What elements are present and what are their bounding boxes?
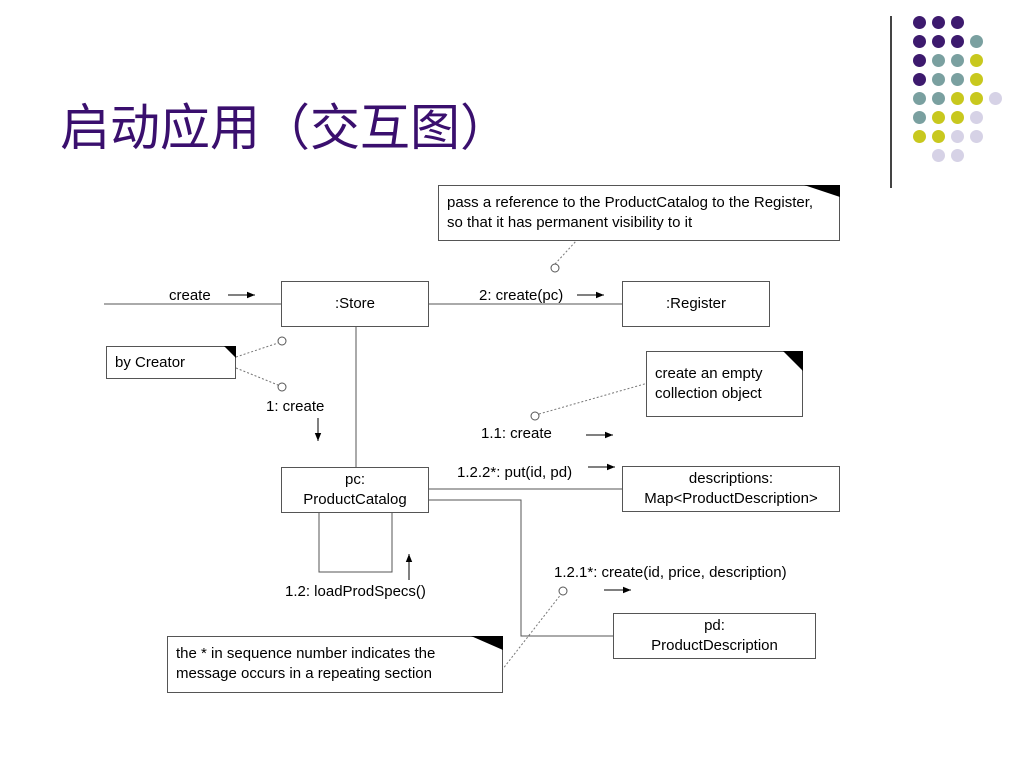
note-fold-corner [471,636,503,650]
note-anchor-circle [550,263,560,273]
decor-dot [970,54,983,67]
note-fold-corner [224,346,236,358]
note-fold-corner [804,185,840,197]
decor-dot [989,92,1002,105]
message-put: 1.2.2*: put(id, pd) [457,464,573,481]
note-anchor-by-creator-2 [235,367,279,386]
message-create-register: 2: create(pc) [479,287,564,304]
note-anchor-circle [277,382,287,392]
decor-dot [913,73,926,86]
decor-dot [970,35,983,48]
decor-dot [970,130,983,143]
object-store: :Store [281,281,429,327]
object-register: :Register [622,281,770,327]
decor-dot [932,54,945,67]
decor-dot [951,16,964,29]
object-descriptions-map: descriptions: Map<ProductDescription> [622,466,840,512]
note-anchor-empty-collection [538,382,649,415]
note-text: by Creator [115,354,186,371]
note-anchor-by-creator-1 [235,342,279,358]
object-product-description: pd: ProductDescription [613,613,816,659]
decor-dot [913,16,926,29]
message-create: create [169,287,211,304]
note-by-creator: by Creator [106,346,236,379]
note-empty-collection: create an empty collection object [646,351,803,417]
decor-dot [970,111,983,124]
decor-dot [932,149,945,162]
decor-dot [951,73,964,86]
decor-dot [951,35,964,48]
link-catalog-productdescription [429,499,613,637]
note-pass-reference: pass a reference to the ProductCatalog t… [438,185,840,241]
decor-dot [932,130,945,143]
message-create-description: 1.2.1*: create(id, price, description) [554,564,787,581]
decor-dot [951,54,964,67]
decor-dot [951,130,964,143]
decor-dot [913,54,926,67]
decor-dot [913,111,926,124]
note-anchor-pass-reference [554,239,578,265]
decor-dot [970,73,983,86]
self-loop-catalog [318,513,393,573]
message-create-collection: 1.1: create [481,425,552,442]
decor-dot [932,73,945,86]
decorative-divider [890,16,892,188]
decor-dot [951,149,964,162]
decor-dot [970,92,983,105]
decor-dot [951,92,964,105]
message-load-specs: 1.2: loadProdSpecs() [285,583,426,600]
note-anchor-circle [277,336,287,346]
object-product-catalog: pc: ProductCatalog [281,467,429,513]
note-fold-corner [783,351,803,371]
note-anchor-circle [558,586,568,596]
decor-dot [932,111,945,124]
note-text: create an empty collection object [655,365,763,402]
decor-dot [951,111,964,124]
note-text: the * in sequence number indicates the m… [176,645,436,682]
decor-dot [932,92,945,105]
decor-dot [932,35,945,48]
decor-dot [913,92,926,105]
decor-dot [913,130,926,143]
note-text: pass a reference to the ProductCatalog t… [447,194,814,231]
message-create-catalog: 1: create [266,398,325,415]
note-anchor-sequence-star [501,592,563,671]
note-anchor-circle [530,411,540,421]
slide-title: 启动应用（交互图） [60,99,510,157]
decor-dot [913,35,926,48]
note-sequence-star: the * in sequence number indicates the m… [167,636,503,693]
decor-dot [932,16,945,29]
